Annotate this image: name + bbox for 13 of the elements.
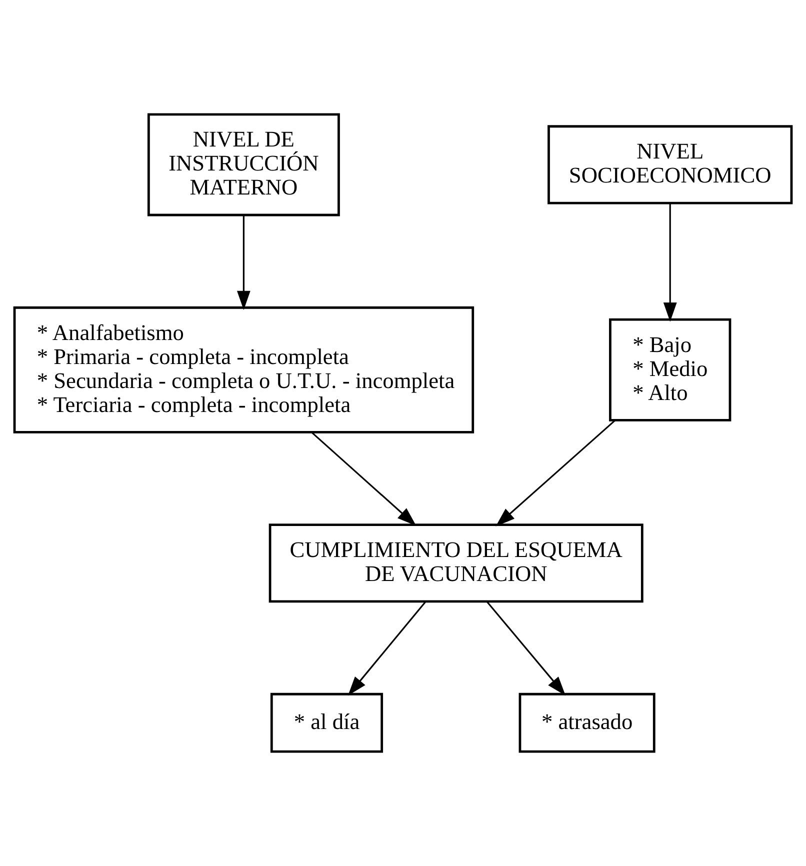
arrow: [348, 601, 426, 696]
arrow: [663, 203, 677, 322]
node-box: * Analfabetismo * Primaria - completa - incompleta * Secundaria - completa o U.T.U. - incompleta * Terciaria - completa - incompleta: [13, 306, 474, 434]
arrow: [486, 601, 566, 696]
arrow: [236, 215, 250, 310]
node-box: * al día: [270, 692, 384, 753]
arrow: [496, 420, 616, 526]
node-box: * atrasado: [518, 692, 656, 753]
arrow: [312, 432, 416, 526]
node-box: NIVEL DE INSTRUCCIÓN MATERNO: [147, 113, 340, 216]
node-box: * Bajo * Medio * Alto: [609, 318, 732, 422]
node-box: CUMPLIMIENTO DEL ESQUEMA DE VACUNACION: [268, 524, 644, 603]
node-box: NIVEL SOCIOECONOMICO: [548, 125, 793, 204]
